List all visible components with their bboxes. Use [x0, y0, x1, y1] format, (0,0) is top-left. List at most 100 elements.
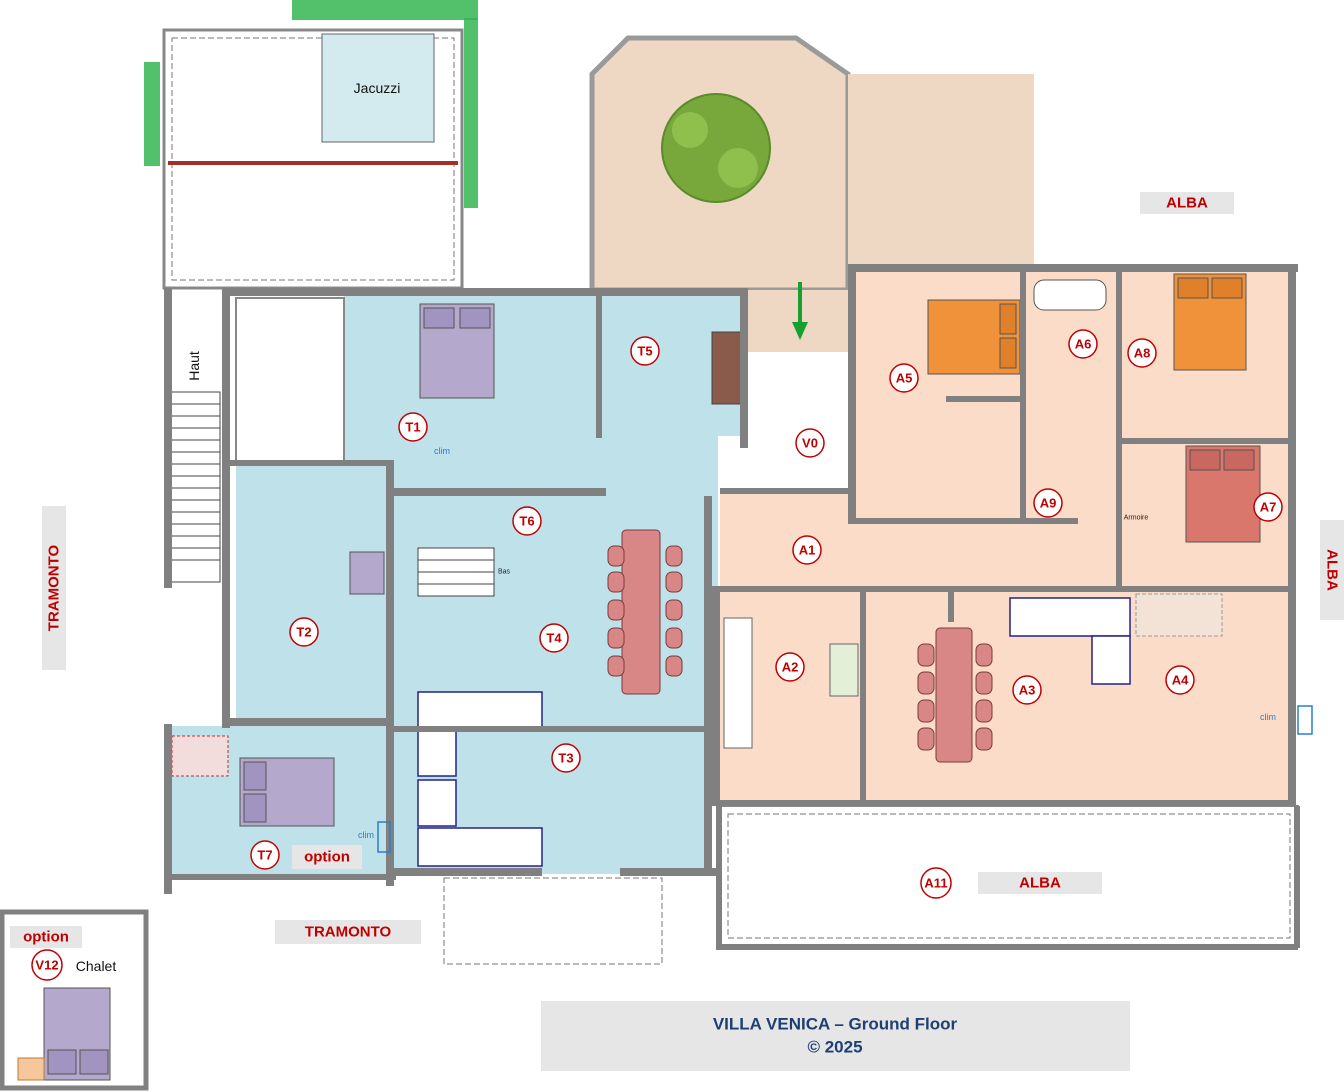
room-marker-t6: T6 — [512, 506, 542, 536]
room-t4 — [386, 486, 718, 726]
cabinet-t5 — [711, 331, 743, 405]
pergola-area: Jacuzzi — [144, 0, 478, 290]
chalet-label: Chalet — [76, 958, 117, 974]
svg-text:A6: A6 — [1075, 337, 1092, 352]
room-markers: T1 T2 T3 T4 T5 T6 T7 V0 V12 A1 A2 A3 A4 … — [31, 329, 1283, 981]
wing-label-alba-top: ALBA — [1166, 195, 1208, 212]
pergola-inner — [171, 37, 455, 281]
room-marker-a1: A1 — [792, 535, 822, 565]
kitchen-counter-a2 — [723, 617, 753, 749]
terrace-east — [848, 74, 1034, 264]
svg-text:T7: T7 — [257, 848, 272, 863]
dining-table-t4 — [607, 529, 683, 695]
room-marker-a11: A11 — [920, 867, 952, 899]
porch — [443, 877, 663, 965]
bathtub-a6 — [1033, 279, 1107, 311]
clim-label-a4: clim — [1260, 712, 1276, 722]
room-marker-t5: T5 — [630, 336, 660, 366]
alba-right-box — [1320, 520, 1344, 620]
tv-cabinet-a4 — [1135, 593, 1223, 637]
sofa-t3 — [417, 691, 543, 867]
wall — [848, 264, 1298, 272]
jacuzzi-label: Jacuzzi — [354, 80, 401, 96]
svg-text:T1: T1 — [405, 420, 420, 435]
svg-text:V0: V0 — [802, 436, 818, 451]
armoire-label: Armoire — [1124, 515, 1149, 522]
alba-top-box — [1140, 192, 1234, 214]
shower-t7 — [171, 735, 229, 777]
svg-text:A1: A1 — [799, 543, 816, 558]
room-marker-v0: V0 — [795, 428, 825, 458]
tramonto-bottom-box — [275, 920, 421, 944]
clim-label-t7: clim — [358, 830, 374, 840]
svg-text:A5: A5 — [896, 371, 913, 386]
svg-text:A11: A11 — [924, 876, 947, 891]
svg-text:T5: T5 — [637, 344, 652, 359]
svg-text:T2: T2 — [296, 625, 311, 640]
room-t4-ext — [600, 436, 718, 496]
svg-text:A7: A7 — [1260, 500, 1277, 515]
tree-foliage — [672, 112, 708, 148]
hedge-right — [464, 18, 478, 208]
room-t2 — [236, 464, 386, 726]
option-label-t7: option — [304, 849, 350, 866]
jacuzzi — [321, 33, 435, 143]
tramonto-left-box — [42, 506, 66, 670]
room-marker-a8: A8 — [1127, 338, 1157, 368]
wing-label-alba-right: ALBA — [1324, 549, 1341, 591]
wing-label-alba-bottom: ALBA — [1019, 875, 1061, 892]
option-label-chalet: option — [23, 929, 69, 946]
room-marker-a7: A7 — [1253, 492, 1283, 522]
room-marker-t3: T3 — [551, 743, 581, 773]
stairs-down — [417, 547, 495, 597]
nightstand-v12 — [17, 1057, 45, 1081]
sofa-a4 — [1009, 597, 1131, 685]
wing-labels: ALBA ALBA ALBA TRAMONTO TRAMONTO option … — [10, 192, 1344, 948]
room-v0 — [748, 352, 848, 494]
svg-text:T3: T3 — [558, 751, 573, 766]
svg-text:A8: A8 — [1134, 346, 1151, 361]
svg-text:T4: T4 — [546, 631, 562, 646]
ac-unit-icon — [1297, 705, 1313, 735]
stairs-down-label: Bas — [498, 569, 511, 576]
room-a6-a9 — [1026, 270, 1120, 520]
wall — [222, 288, 602, 296]
room-marker-t2: T2 — [289, 617, 319, 647]
tramonto-wing: Haut Bas 70 — [164, 288, 748, 894]
option-chalet-box — [10, 926, 82, 948]
courtyard — [589, 35, 1034, 352]
alba-bottom-box — [978, 872, 1102, 894]
svg-text:A4: A4 — [1172, 673, 1189, 688]
room-marker-v12: V12 — [31, 949, 63, 981]
cabinet-t2 — [349, 551, 385, 595]
dining-table-a3 — [917, 627, 993, 763]
room-marker-a5: A5 — [889, 363, 919, 393]
hedge-top — [292, 0, 478, 20]
room-marker-a6: A6 — [1068, 329, 1098, 359]
svg-text:A2: A2 — [782, 660, 799, 675]
room-marker-a9: A9 — [1033, 488, 1063, 518]
ac-unit-icon — [377, 821, 391, 853]
footer-box — [541, 1001, 1130, 1071]
option-t7-box — [292, 845, 362, 869]
kitchen-island-a2 — [829, 643, 859, 697]
room-marker-a4: A4 — [1165, 665, 1195, 695]
room-marker-t4: T4 — [539, 623, 569, 653]
svg-text:V12: V12 — [35, 958, 58, 973]
tree-foliage — [718, 148, 758, 188]
footer-copyright: © 2025 — [807, 1038, 862, 1057]
alba-wing: Armoire — [712, 264, 1300, 950]
stair-hall — [235, 297, 345, 465]
footer-title: VILLA VENICA – Ground Floor — [713, 1015, 958, 1034]
room-marker-a3: A3 — [1012, 675, 1042, 705]
clim-label-t1: clim — [434, 446, 450, 456]
room-marker-t7: T7 — [250, 840, 280, 870]
staircase — [165, 391, 221, 583]
room-marker-t1: T1 — [398, 412, 428, 442]
room-marker-a2: A2 — [775, 652, 805, 682]
wing-label-tramonto-bottom: TRAMONTO — [305, 924, 392, 941]
footer: VILLA VENICA – Ground Floor © 2025 — [541, 1001, 1130, 1071]
entrance-arrow-head — [792, 322, 808, 340]
svg-text:T6: T6 — [519, 514, 534, 529]
